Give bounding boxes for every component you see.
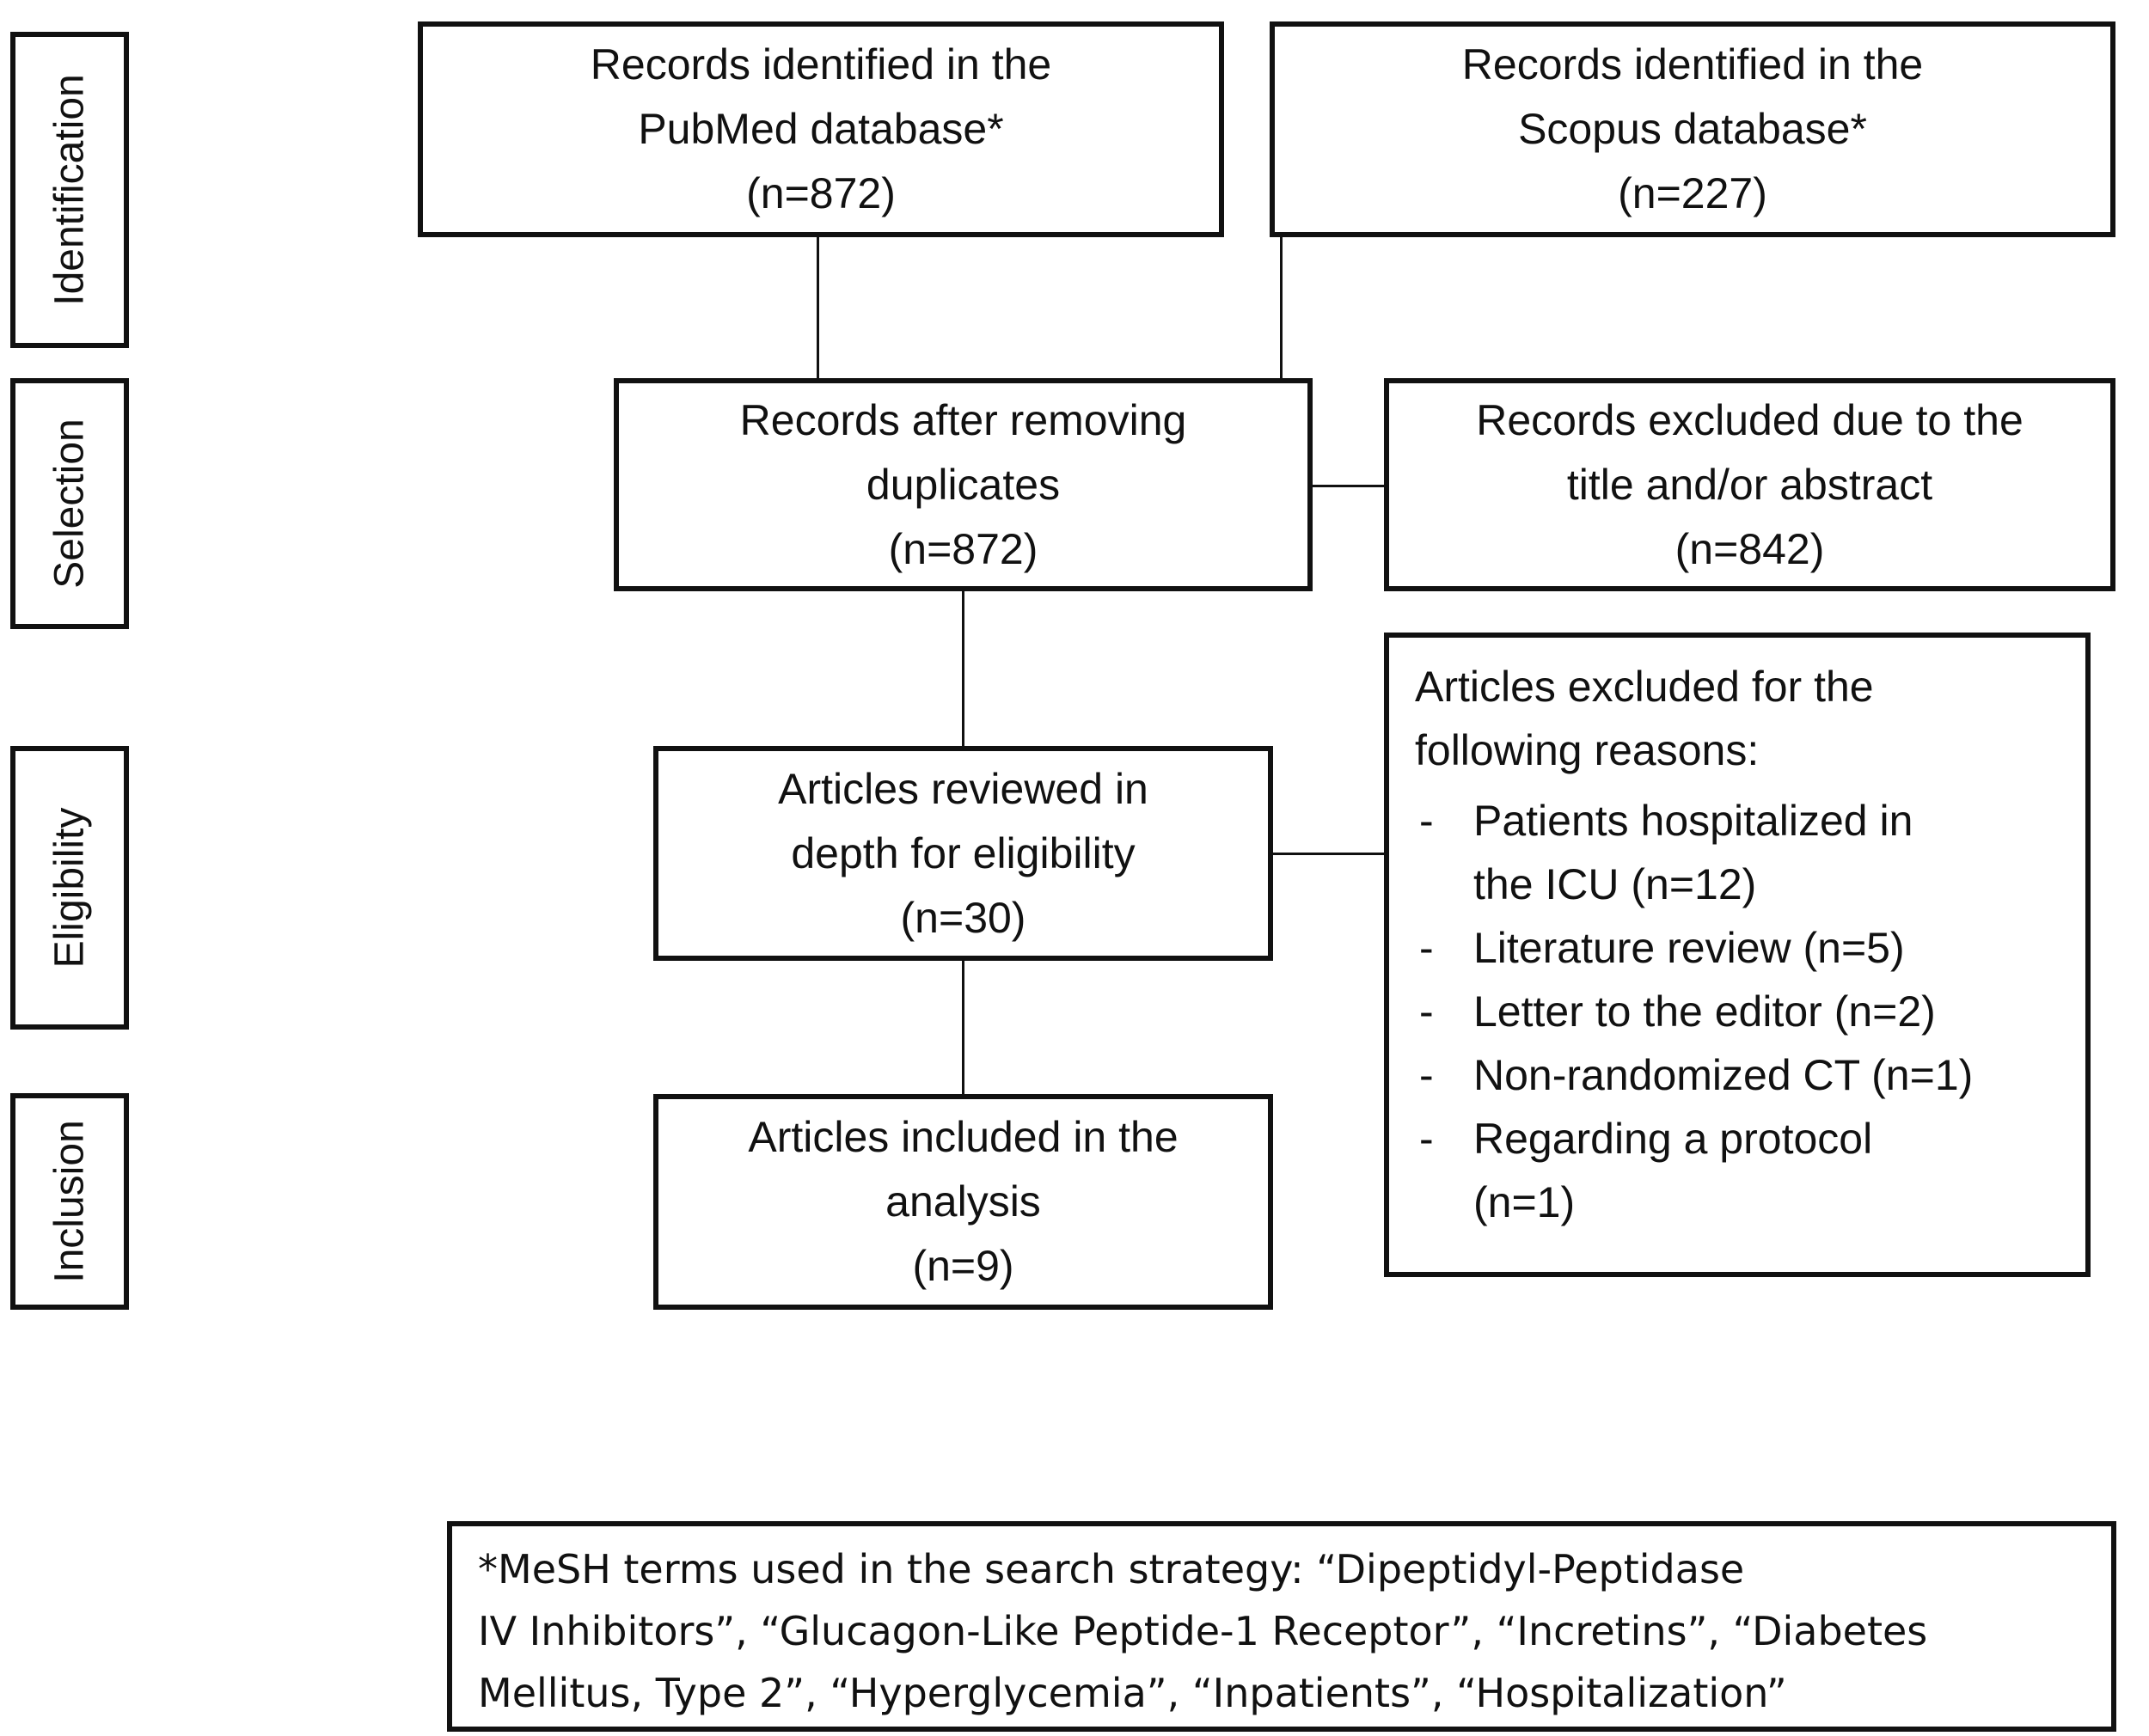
reviewed-articles-line-1: Articles reviewed in: [778, 764, 1148, 813]
stage-selection: Selection: [10, 378, 129, 629]
connector-dedup-to-excluded: [1313, 485, 1384, 487]
exclusion-reasons-box: Articles excluded for the following reas…: [1384, 633, 2091, 1277]
reviewed-articles-count: (n=30): [900, 893, 1026, 942]
exclusion-reasons-intro-line-1: Articles excluded for the: [1415, 663, 1874, 711]
exclusion-reasons-intro-line-2: following reasons:: [1415, 726, 1760, 774]
exclusion-reason-item: Letter to the editor (n=2): [1415, 980, 2085, 1043]
excluded-title-abstract-count: (n=842): [1675, 524, 1825, 573]
dedup-records-box: Records after removing duplicates (n=872…: [614, 378, 1313, 591]
exclusion-reason-text: Patients hospitalized in: [1473, 797, 1913, 845]
pubmed-records-line-2: PubMed database*: [638, 105, 1004, 153]
connector-pubmed-to-dedup: [817, 237, 819, 378]
mesh-terms-line-2: IV Inhibitors”, “Glucagon-Like Peptide-1…: [478, 1608, 1928, 1654]
mesh-terms-line-1: *MeSH terms used in the search strategy:…: [478, 1546, 1745, 1592]
exclusion-reason-item: Non-randomized CT (n=1): [1415, 1043, 2085, 1107]
scopus-records-count: (n=227): [1618, 169, 1767, 217]
stage-eligibility: Eligibility: [10, 746, 129, 1030]
reviewed-articles-line-2: depth for eligibility: [791, 828, 1136, 877]
exclusion-reasons-list: Patients hospitalized in the ICU (n=12) …: [1415, 789, 2085, 1234]
exclusion-reason-text: Regarding a protocol: [1473, 1115, 1873, 1163]
reviewed-articles-box: Articles reviewed in depth for eligibili…: [653, 746, 1273, 961]
mesh-terms-line-3: Mellitus, Type 2”, “Hyperglycemia”, “Inp…: [478, 1670, 1787, 1716]
pubmed-records-box: Records identified in the PubMed databas…: [418, 21, 1224, 237]
exclusion-reason-text: Non-randomized CT (n=1): [1473, 1051, 1974, 1099]
scopus-records-box: Records identified in the Scopus databas…: [1270, 21, 2115, 237]
dedup-records-count: (n=872): [888, 524, 1038, 573]
exclusion-reason-text: Letter to the editor (n=2): [1473, 987, 1936, 1036]
pubmed-records-count: (n=872): [746, 169, 896, 217]
excluded-title-abstract-line-1: Records excluded due to the: [1476, 395, 2023, 444]
excluded-title-abstract-line-2: title and/or abstract: [1566, 460, 1933, 509]
included-articles-count: (n=9): [912, 1242, 1014, 1290]
scopus-records-line-2: Scopus database*: [1518, 105, 1867, 153]
stage-label-identification: Identification: [46, 74, 93, 306]
exclusion-reason-text: Literature review (n=5): [1473, 924, 1905, 972]
connector-reviewed-to-included: [962, 961, 964, 1094]
stage-label-eligibility: Eligibility: [46, 807, 93, 969]
connector-dedup-to-reviewed: [962, 591, 964, 746]
dedup-records-line-2: duplicates: [866, 460, 1061, 509]
scopus-records-line-1: Records identified in the: [1461, 40, 1924, 89]
mesh-terms-footnote: *MeSH terms used in the search strategy:…: [447, 1521, 2116, 1732]
stage-label-inclusion: Inclusion: [46, 1120, 93, 1283]
stage-label-selection: Selection: [46, 419, 93, 589]
exclusion-reason-item: Regarding a protocol (n=1): [1415, 1107, 2085, 1234]
connector-scopus-to-dedup: [1280, 237, 1283, 378]
exclusion-reason-item: Patients hospitalized in the ICU (n=12): [1415, 789, 2085, 916]
dedup-records-line-1: Records after removing: [739, 395, 1187, 444]
included-articles-line-2: analysis: [885, 1177, 1041, 1226]
pubmed-records-line-1: Records identified in the: [590, 40, 1052, 89]
exclusion-reason-text: (n=1): [1473, 1178, 1576, 1226]
connector-reviewed-to-reasons: [1273, 853, 1384, 855]
excluded-title-abstract-box: Records excluded due to the title and/or…: [1384, 378, 2115, 591]
stage-inclusion: Inclusion: [10, 1093, 129, 1310]
included-articles-box: Articles included in the analysis (n=9): [653, 1094, 1273, 1310]
included-articles-line-1: Articles included in the: [748, 1113, 1179, 1161]
exclusion-reason-text: the ICU (n=12): [1473, 860, 1757, 908]
exclusion-reason-item: Literature review (n=5): [1415, 916, 2085, 980]
stage-identification: Identification: [10, 32, 129, 348]
